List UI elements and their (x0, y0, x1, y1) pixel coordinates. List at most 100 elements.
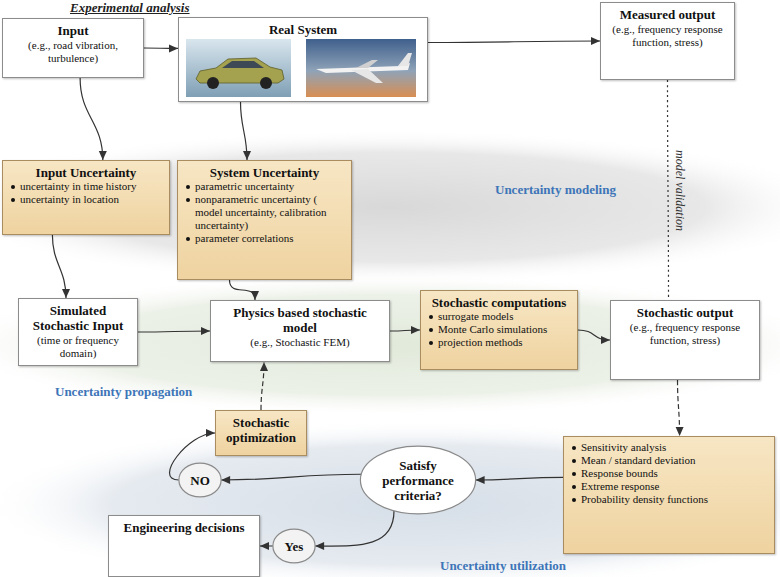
plane-picture (306, 39, 416, 97)
process-box: Simulated Stochastic Input(time or frequ… (18, 298, 138, 366)
box-heading: Engineering decisions (115, 520, 253, 535)
bullet-text: Mean / standard deviation (581, 454, 696, 466)
box-heading: Physics based stochastic model (217, 305, 383, 335)
box-heading: Measured output (607, 7, 728, 22)
arrow-head (169, 44, 178, 52)
bullet-item: Mean / standard deviation (570, 454, 768, 467)
uncertainty-box: Stochastic computationssurrogate modelsM… (420, 290, 578, 370)
bullet-text: uncertainty in location (20, 193, 119, 205)
arrow-head (99, 151, 107, 160)
bullet-dot (572, 459, 576, 463)
connector (230, 280, 256, 300)
system-box: Real System (178, 17, 428, 102)
connector (476, 477, 563, 480)
arrow-head (221, 476, 230, 484)
box-note: (e.g., Stochastic FEM) (217, 336, 383, 349)
bullet-dot (11, 198, 15, 202)
arrow-head (676, 427, 684, 436)
section-title: Experimental analysis (70, 0, 190, 15)
decision-ellipse: Satisfy performance criteria? (358, 444, 478, 516)
plane-wing (351, 69, 383, 83)
text-holder: NO (178, 462, 222, 498)
bullet-item: parametric uncertainty (184, 180, 345, 193)
arrow-head (251, 291, 259, 300)
stage-label: Uncertainty modeling (495, 182, 616, 197)
arrow-head (260, 362, 268, 371)
box-heading: Stochastic output (617, 305, 753, 320)
uncertainty-box: Stochastic optimization (215, 410, 307, 456)
box-note: (e.g., road vibration, turbulence) (9, 39, 137, 65)
process-box: Input(e.g., road vibration, turbulence) (2, 18, 144, 78)
connector (52, 235, 66, 298)
circle-shape (273, 529, 315, 563)
bullet-text: Extreme response (581, 480, 660, 492)
bullet-dot (186, 198, 190, 202)
box-heading: Simulated Stochastic Input (25, 303, 131, 333)
bullet-text: surrogate models (438, 310, 513, 322)
bullet-text: parameter correlations (195, 232, 294, 244)
uncertainty-box: System Uncertaintyparametric uncertainty… (177, 160, 352, 280)
bullet-item: Monte Carlo simulations (427, 323, 571, 336)
bullet-item: uncertainty in time history (9, 180, 163, 193)
bullet-dot (572, 446, 576, 450)
bullet-dot (429, 328, 433, 332)
car-wheel (260, 77, 272, 89)
connector (315, 511, 394, 546)
arrow-head (315, 542, 324, 550)
circle-shape (179, 463, 221, 497)
arrow-head (260, 542, 269, 550)
box-heading: NO (190, 473, 210, 488)
box-heading: Input (9, 23, 137, 38)
box-heading: Stochastic optimization (222, 415, 300, 445)
bullet-item: Probability density functions (570, 493, 768, 506)
utilization-band (0, 420, 780, 577)
edge-label: model validation (673, 150, 687, 231)
box-note: (e.g., frequency response function, stre… (617, 321, 753, 347)
connector (221, 474, 361, 480)
arrow-head (206, 429, 215, 437)
box-heading: Input Uncertainty (9, 165, 163, 180)
bullet-text: parametric uncertainty (195, 180, 294, 192)
bullet-item: uncertainty in location (9, 193, 163, 206)
box-heading: Real System (185, 22, 421, 37)
bullet-text: uncertainty in time history (20, 180, 136, 192)
bullet-item: Sensitivity analysis (570, 441, 768, 454)
connector (428, 41, 600, 43)
box-note: (e.g., frequency response function, stre… (607, 23, 728, 49)
plane-tail (398, 53, 412, 66)
modeling-band (0, 129, 780, 285)
propagation-band (0, 273, 780, 417)
bullet-dot (572, 498, 576, 502)
bullet-item: Response bounds (570, 467, 768, 480)
bullet-dot (572, 472, 576, 476)
choice-circle: Yes (272, 528, 316, 564)
bullet-dot (429, 341, 433, 345)
box-heading: Satisfy performance criteria? (376, 458, 460, 503)
arrow-head (591, 37, 600, 45)
box-heading: Yes (285, 539, 304, 554)
bullet-item: Extreme response (570, 480, 768, 493)
arrow-head (62, 289, 70, 298)
bullet-text: Monte Carlo simulations (438, 323, 547, 335)
bullet-item: nonparametric uncertainty ( model uncert… (184, 193, 345, 232)
text-holder: Yes (272, 528, 316, 564)
arrow-head (201, 327, 210, 335)
bullet-text: Response bounds (581, 467, 658, 479)
stage-label: Uncertainty propagation (55, 384, 192, 399)
connector (138, 331, 210, 332)
uncertainty-box: Input Uncertaintyuncertainty in time his… (2, 160, 170, 235)
process-box: Engineering decisions (108, 515, 260, 577)
bullet-dot (11, 185, 15, 189)
bullet-item: parameter correlations (184, 232, 345, 245)
stage-label: Uncertainty utilization (440, 558, 566, 573)
car-wheel (207, 77, 219, 89)
bullet-text: Sensitivity analysis (581, 441, 666, 453)
box-heading: System Uncertainty (184, 165, 345, 180)
bullet-dot (186, 185, 190, 189)
arrow-head (243, 151, 251, 160)
car-window (222, 61, 264, 68)
bullet-text: projection methods (438, 336, 523, 348)
bullet-dot (186, 237, 190, 241)
bullet-dot (572, 485, 576, 489)
